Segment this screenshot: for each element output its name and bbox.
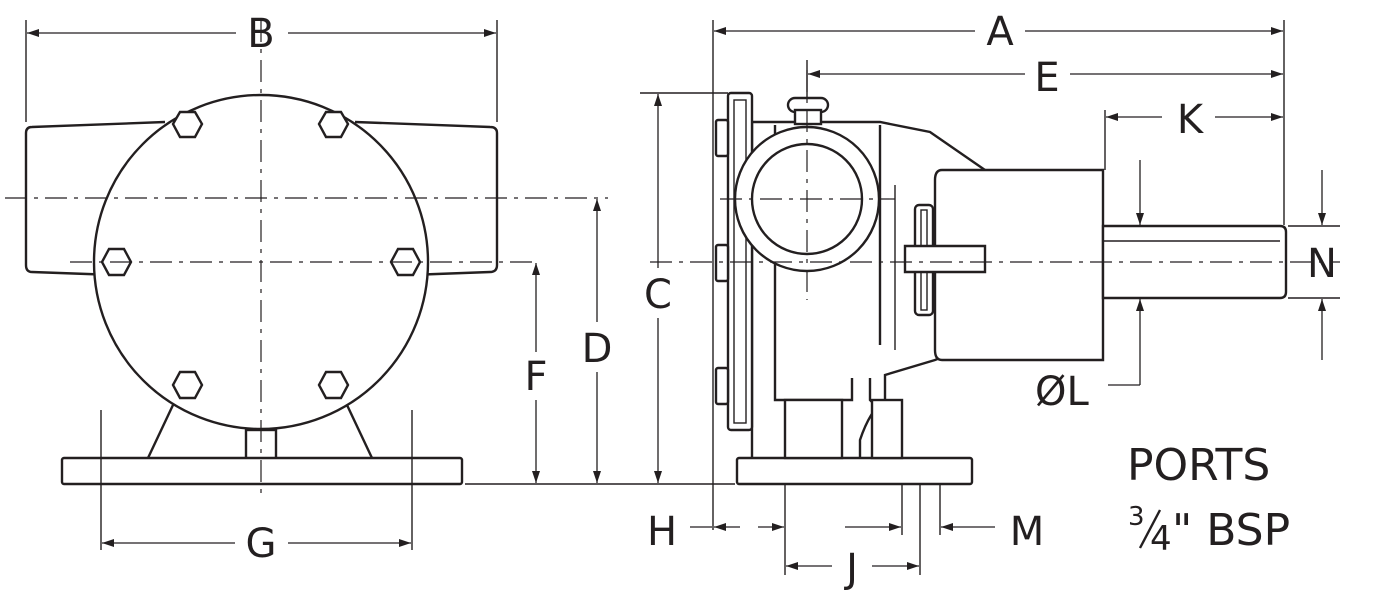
label-c: C [644, 272, 672, 318]
bolt-head-icon [317, 370, 350, 400]
drive-shaft [1101, 224, 1288, 300]
ports-size-numerator: 3 [1128, 502, 1145, 532]
front-view [5, 20, 608, 500]
side-view [650, 70, 1340, 486]
label-h: H [647, 509, 677, 555]
flange-bolt-icon [714, 118, 730, 158]
ports-title: PORTS [1127, 440, 1270, 491]
label-a: A [986, 9, 1014, 55]
label-j: J [843, 546, 858, 592]
side-dimensions [640, 20, 1340, 575]
side-base-plate [735, 456, 974, 486]
bearing-housing [933, 168, 1105, 362]
label-g: G [246, 521, 277, 567]
bolt-head-icon [171, 370, 204, 400]
ports-size-denominator: 4 [1150, 519, 1172, 559]
ports-note: PORTS 3 4 " BSP [1127, 440, 1290, 559]
label-l: ØL [1035, 369, 1089, 415]
bolt-head-icon [171, 110, 204, 139]
label-f: F [524, 354, 547, 400]
label-m: M [1010, 509, 1045, 555]
flange-bolt-icon [714, 243, 730, 283]
label-b: B [247, 11, 274, 57]
label-n: N [1307, 241, 1337, 287]
label-d: D [582, 326, 613, 372]
label-k: K [1177, 97, 1205, 143]
ports-size-text: " BSP [1172, 505, 1290, 556]
left-foot-leg [146, 404, 175, 459]
front-base-plate [60, 456, 464, 486]
fraction-bar [1138, 509, 1162, 549]
flange-bolt-icon [714, 366, 730, 406]
label-e: E [1034, 55, 1059, 101]
front-dimensions [25, 20, 735, 550]
bolt-head-icon [317, 110, 350, 139]
right-foot-leg [345, 404, 374, 459]
dimension-labels: B G F D A E K C N ØL H J M [246, 9, 1337, 592]
